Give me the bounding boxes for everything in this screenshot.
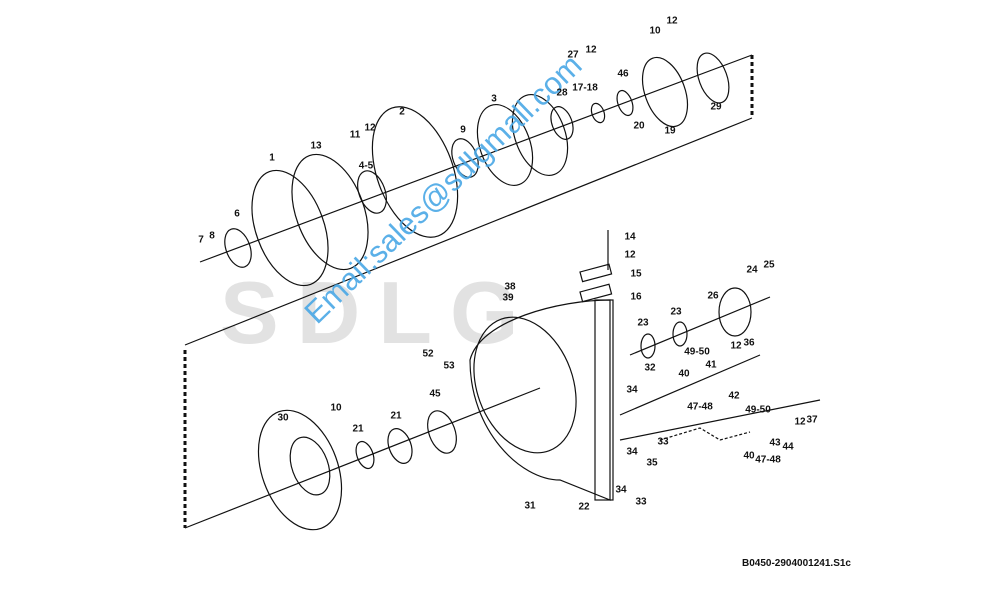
part-label: 49-50: [745, 404, 771, 416]
part-label: 34: [626, 384, 638, 396]
part-label: 45: [429, 388, 441, 400]
part-label: 46: [617, 68, 629, 80]
part-1-disc: [251, 169, 329, 287]
part-label: 3: [491, 93, 497, 105]
part-label: 26: [707, 290, 719, 302]
part-28-bearing: [550, 106, 574, 140]
part-label: 16: [630, 291, 642, 303]
part-23-oring: [672, 321, 688, 347]
upper-axis-line: [199, 54, 753, 263]
part-label: 13: [310, 140, 322, 152]
part-label: 4-5: [358, 160, 374, 172]
part-label: 21: [390, 410, 402, 422]
part-45-gear: [427, 410, 457, 454]
part-label: 39: [502, 292, 514, 304]
lower-axis-line: [184, 387, 541, 529]
part-label: 15: [630, 268, 642, 280]
part-label: 14: [624, 231, 636, 243]
part-23-oring: [640, 333, 656, 359]
part-label: 37: [806, 414, 818, 426]
part-9-bearing: [451, 138, 479, 178]
part-label: 6: [234, 208, 240, 220]
part-label: 12: [794, 416, 806, 428]
part-label: 31: [524, 500, 536, 512]
part-label: 32: [644, 362, 656, 374]
part-label: 42: [728, 390, 740, 402]
part-label: 12: [585, 44, 597, 56]
part-label: 41: [705, 359, 717, 371]
part-2-flywheel: [371, 106, 459, 238]
part-label: 22: [578, 501, 590, 513]
part-label: 40: [743, 450, 755, 462]
part-label: 25: [763, 259, 775, 271]
part-16-gasket: [579, 283, 613, 303]
part-30-cover: [257, 409, 343, 531]
part-19-turbine: [641, 56, 689, 128]
part-label: 7: [198, 234, 204, 246]
part-label: 23: [670, 306, 682, 318]
part-label: 12: [666, 15, 678, 27]
part-label: 27: [567, 49, 579, 61]
part-label: 10: [649, 25, 661, 37]
part-label: 38: [504, 281, 516, 293]
part-label: 43: [769, 437, 781, 449]
part-label: 10: [330, 402, 342, 414]
part-label: 29: [710, 101, 722, 113]
part-label: 47-48: [755, 454, 781, 466]
part-15-gasket: [579, 263, 613, 283]
part-label: 34: [626, 446, 638, 458]
part-21-bearing: [355, 440, 375, 470]
part-label: 12: [364, 122, 376, 134]
part-label: 9: [460, 124, 466, 136]
part-label: 34: [615, 484, 627, 496]
part-label: 52: [422, 348, 434, 360]
part-label: 21: [352, 423, 364, 435]
sdlg-logo-watermark: SDLG: [220, 263, 537, 362]
part-label: 36: [743, 337, 755, 349]
part-26-flange: [718, 287, 752, 337]
part-label: 17-18: [572, 82, 598, 94]
part-29-plate: [696, 52, 730, 104]
part-label: 33: [657, 436, 669, 448]
part-label: 1: [269, 152, 275, 164]
part-label: 24: [746, 264, 758, 276]
part-46-ring: [616, 89, 634, 117]
part-label: 44: [782, 441, 794, 453]
part-6-plate: [224, 228, 252, 268]
part-label: 28: [556, 87, 568, 99]
part-label: 40: [678, 368, 690, 380]
part-label: 19: [664, 125, 676, 137]
part-label: 12: [624, 249, 636, 261]
part-label: 30: [277, 412, 289, 424]
part-label: 33: [635, 496, 647, 508]
drawing-code-caption: B0450-2904001241.S1c: [742, 558, 851, 569]
part-22-transmission-housing: [469, 299, 611, 501]
part-label: 8: [209, 230, 215, 242]
part-17-18-ring: [590, 102, 606, 124]
part-label: 49-50: [684, 346, 710, 358]
part-label: 35: [646, 457, 658, 469]
part-label: 11: [349, 129, 361, 141]
part-label: 47-48: [687, 401, 713, 413]
part-label: 23: [637, 317, 649, 329]
part-label: 12: [730, 340, 742, 352]
part-label: 53: [443, 360, 455, 372]
upper-lower-link-line: [184, 117, 753, 346]
part-3-housing: [476, 104, 534, 186]
part-label: 20: [633, 120, 645, 132]
part-label: 2: [399, 106, 405, 118]
part-4-5-plate: [357, 170, 387, 214]
part-21-bearing: [387, 428, 413, 464]
